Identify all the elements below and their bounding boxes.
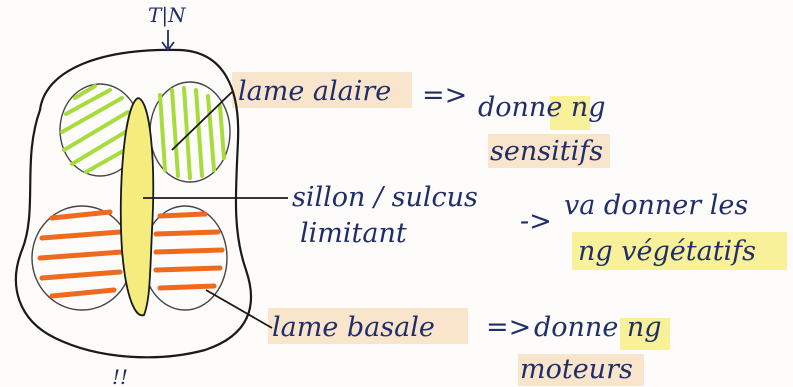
arrow-basal: => bbox=[486, 312, 531, 343]
label-lame-basale: lame basale bbox=[272, 312, 435, 343]
top-arrow-icon bbox=[162, 30, 174, 50]
top-label: T|N bbox=[148, 3, 187, 28]
label-sensitifs: sensitifs bbox=[490, 136, 603, 167]
label-moteurs: moteurs bbox=[520, 354, 633, 385]
arrow-sulcus: -> bbox=[520, 206, 552, 237]
basal-plate-left bbox=[32, 206, 132, 310]
label-donne-ng-moteur: donne ng bbox=[534, 312, 662, 343]
label-ng-vegetatifs: ng végétatifs bbox=[578, 236, 756, 267]
bottom-mark: !! bbox=[112, 365, 128, 387]
label-limitant: limitant bbox=[300, 218, 407, 249]
label-lame-alaire: lame alaire bbox=[238, 76, 391, 107]
arrow-alar: => bbox=[422, 80, 467, 111]
central-canal bbox=[121, 98, 153, 315]
label-va-donner: va donner les bbox=[564, 190, 748, 221]
label-sillon-sulcus: sillon / sulcus bbox=[292, 182, 478, 213]
label-donne-ng-sensitif: donne ng bbox=[478, 92, 606, 123]
leader-line-basal bbox=[206, 290, 272, 328]
